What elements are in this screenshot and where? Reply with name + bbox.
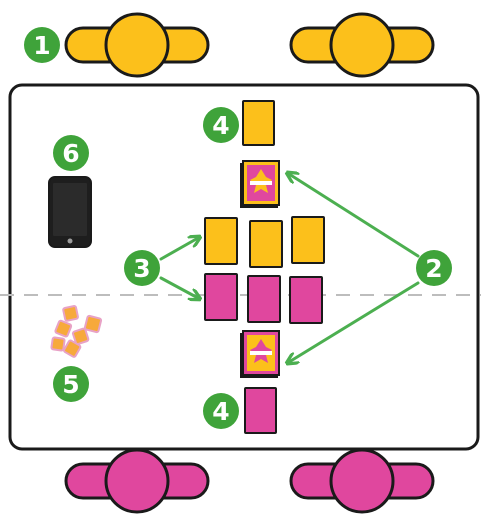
player-seat-bottom-right bbox=[289, 448, 435, 514]
token-pile-icon bbox=[50, 305, 103, 358]
arrow-playfield-to-pink bbox=[159, 276, 198, 298]
token bbox=[50, 336, 66, 352]
badge-players: 1 bbox=[24, 27, 60, 63]
token bbox=[71, 327, 90, 345]
arrow-decks-to-top-deck bbox=[289, 174, 420, 258]
token bbox=[54, 319, 73, 338]
token bbox=[62, 305, 79, 322]
badge-decks-label: 2 bbox=[425, 254, 442, 283]
token bbox=[63, 339, 82, 358]
player-seat-bottom-right-head bbox=[329, 448, 395, 514]
play-card-yellow-3 bbox=[291, 216, 325, 264]
play-card-yellow-1 bbox=[204, 217, 238, 265]
badge-players-circle bbox=[24, 27, 60, 63]
player-seat-top-right-head bbox=[329, 12, 395, 78]
badge-tokens: 5 bbox=[53, 366, 89, 402]
badge-decks-circle bbox=[416, 250, 452, 286]
play-card-pink-1 bbox=[204, 273, 238, 321]
badge-discard-bottom-label: 4 bbox=[212, 397, 229, 426]
player-seat-top-left bbox=[64, 12, 210, 78]
badge-discard-top: 4 bbox=[203, 107, 239, 143]
play-card-yellow-2 bbox=[249, 220, 283, 268]
discard-card-yellow bbox=[242, 100, 275, 146]
card-deck-top bbox=[240, 160, 280, 208]
badge-decks: 2 bbox=[416, 250, 452, 286]
player-seat-top-right bbox=[289, 12, 435, 78]
deck-top-banner bbox=[250, 181, 272, 185]
play-card-pink-2 bbox=[247, 275, 281, 323]
badge-playfield: 3 bbox=[124, 250, 160, 286]
card-deck-bottom bbox=[240, 330, 280, 378]
badge-players-label: 1 bbox=[33, 31, 50, 60]
token bbox=[83, 314, 103, 334]
tablet-icon bbox=[48, 176, 92, 248]
badge-tokens-circle bbox=[53, 366, 89, 402]
badge-discard-bottom: 4 bbox=[203, 393, 239, 429]
arrow-decks-to-bottom-deck bbox=[289, 281, 420, 362]
play-card-pink-3 bbox=[289, 276, 323, 324]
badge-device-circle bbox=[53, 135, 89, 171]
arrow-playfield-to-yellow bbox=[159, 238, 198, 261]
player-seat-bottom-left bbox=[64, 448, 210, 514]
player-seat-top-left-head bbox=[104, 12, 170, 78]
badge-device: 6 bbox=[53, 135, 89, 171]
discard-card-pink bbox=[244, 387, 277, 434]
badge-device-label: 6 bbox=[62, 139, 79, 168]
badge-tokens-label: 5 bbox=[62, 370, 79, 399]
play-table bbox=[8, 83, 480, 451]
badge-playfield-label: 3 bbox=[133, 254, 150, 283]
player-seat-bottom-left-head bbox=[104, 448, 170, 514]
tablet-screen bbox=[53, 183, 87, 236]
badge-discard-top-circle bbox=[203, 107, 239, 143]
badge-playfield-circle bbox=[124, 250, 160, 286]
badge-discard-top-label: 4 bbox=[212, 111, 229, 140]
badge-discard-bottom-circle bbox=[203, 393, 239, 429]
tablet-button bbox=[67, 238, 73, 244]
deck-bottom-banner bbox=[250, 351, 272, 355]
